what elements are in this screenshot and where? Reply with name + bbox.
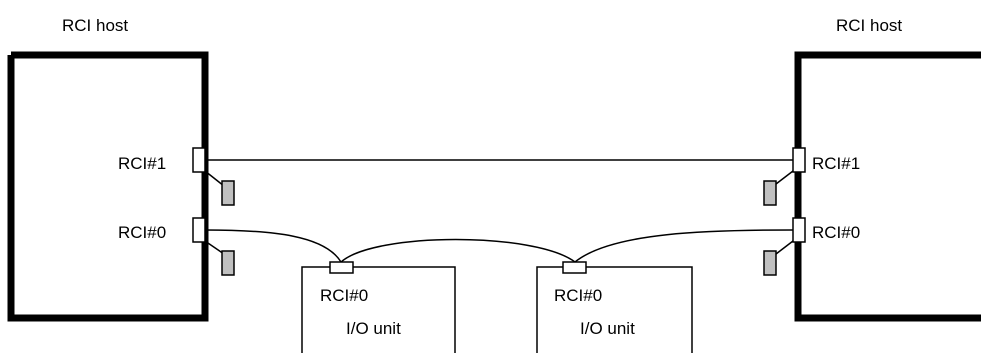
right-rci0-port	[792, 217, 806, 243]
right-host-box	[794, 51, 981, 322]
io-unit-2-name: I/O unit	[580, 319, 635, 338]
rci0-cable-io2-to-right-host	[574, 229, 794, 263]
io-unit-2-port-label: RCI#0	[554, 286, 602, 305]
host-ports	[192, 147, 806, 243]
right-rci-host: RCI host RCI#1 RCI#0	[794, 16, 981, 322]
io-unit-1: RCI#0 I/O unit	[301, 261, 456, 353]
left-rci0-port	[192, 217, 206, 243]
io-unit-2-box	[536, 266, 693, 353]
rci0-cable-io1-to-io2	[340, 238, 576, 263]
left-rci0-terminator	[221, 250, 235, 276]
right-host-title: RCI host	[836, 16, 902, 35]
io-unit-1-box	[301, 266, 456, 353]
right-rci1-terminator-lead	[775, 170, 794, 185]
right-rci1-port	[792, 147, 806, 173]
right-host-port0-label: RCI#0	[812, 223, 860, 242]
rci0-cable-left-host-to-io1	[204, 229, 342, 263]
right-rci0-terminator-lead	[775, 240, 794, 255]
left-host-port1-label: RCI#1	[118, 154, 166, 173]
right-host-port1-label: RCI#1	[812, 154, 860, 173]
right-rci0-terminator	[763, 250, 777, 276]
left-host-box	[7, 51, 209, 322]
io-unit-1-rci-port	[329, 261, 354, 274]
io-unit-2: RCI#0 I/O unit	[536, 261, 693, 353]
left-rci1-terminator	[221, 180, 235, 206]
terminators	[221, 180, 777, 276]
io-unit-1-name: I/O unit	[346, 319, 401, 338]
left-host-port0-label: RCI#0	[118, 223, 166, 242]
left-rci-host: RCI host RCI#1 RCI#0	[7, 16, 209, 322]
left-rci0-terminator-lead	[204, 240, 225, 255]
cables	[204, 159, 794, 263]
io-unit-1-port-label: RCI#0	[320, 286, 368, 305]
left-rci1-terminator-lead	[204, 170, 225, 187]
io-unit-2-rci-port	[562, 261, 587, 274]
left-rci1-port	[192, 147, 206, 173]
right-rci1-terminator	[763, 180, 777, 206]
left-host-title: RCI host	[62, 16, 128, 35]
